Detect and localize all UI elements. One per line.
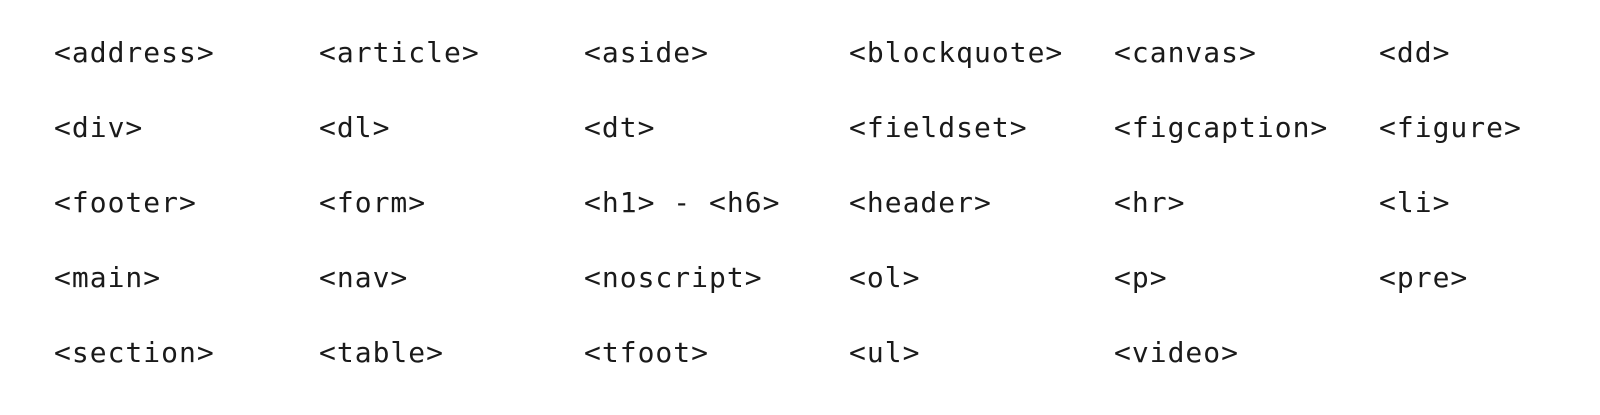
tag-grid: <address> <article> <aside> <blockquote>… <box>54 30 1569 405</box>
tag-item: <figure> <box>1379 111 1522 144</box>
tag-item: <tfoot> <box>584 336 710 369</box>
tag-item: <nav> <box>319 261 409 294</box>
tag-item: <dl> <box>319 111 391 144</box>
tag-item: <noscript> <box>584 261 763 294</box>
tag-item: <pre> <box>1379 261 1469 294</box>
tag-item: <table> <box>319 336 445 369</box>
tag-item: <blockquote> <box>849 36 1064 69</box>
tag-item: <main> <box>54 261 162 294</box>
tag-item: <p> <box>1114 261 1168 294</box>
tag-item: <ul> <box>849 336 921 369</box>
tag-item: <aside> <box>584 36 710 69</box>
tag-item: <fieldset> <box>849 111 1028 144</box>
tag-item: <figcaption> <box>1114 111 1329 144</box>
tag-item: <video> <box>1114 336 1240 369</box>
tag-item: <canvas> <box>1114 36 1257 69</box>
tag-item: <section> <box>54 336 215 369</box>
tag-item: <dt> <box>584 111 656 144</box>
tag-item: <div> <box>54 111 144 144</box>
tag-item: <article> <box>319 36 480 69</box>
tag-item: <hr> <box>1114 186 1186 219</box>
tag-item: <address> <box>54 36 215 69</box>
tag-item: <h1> - <h6> <box>584 186 781 219</box>
tag-item: <footer> <box>54 186 197 219</box>
tag-item: <form> <box>319 186 427 219</box>
tag-item: <dd> <box>1379 36 1451 69</box>
tag-item: <li> <box>1379 186 1451 219</box>
tag-item: <header> <box>849 186 992 219</box>
tag-item: <ol> <box>849 261 921 294</box>
